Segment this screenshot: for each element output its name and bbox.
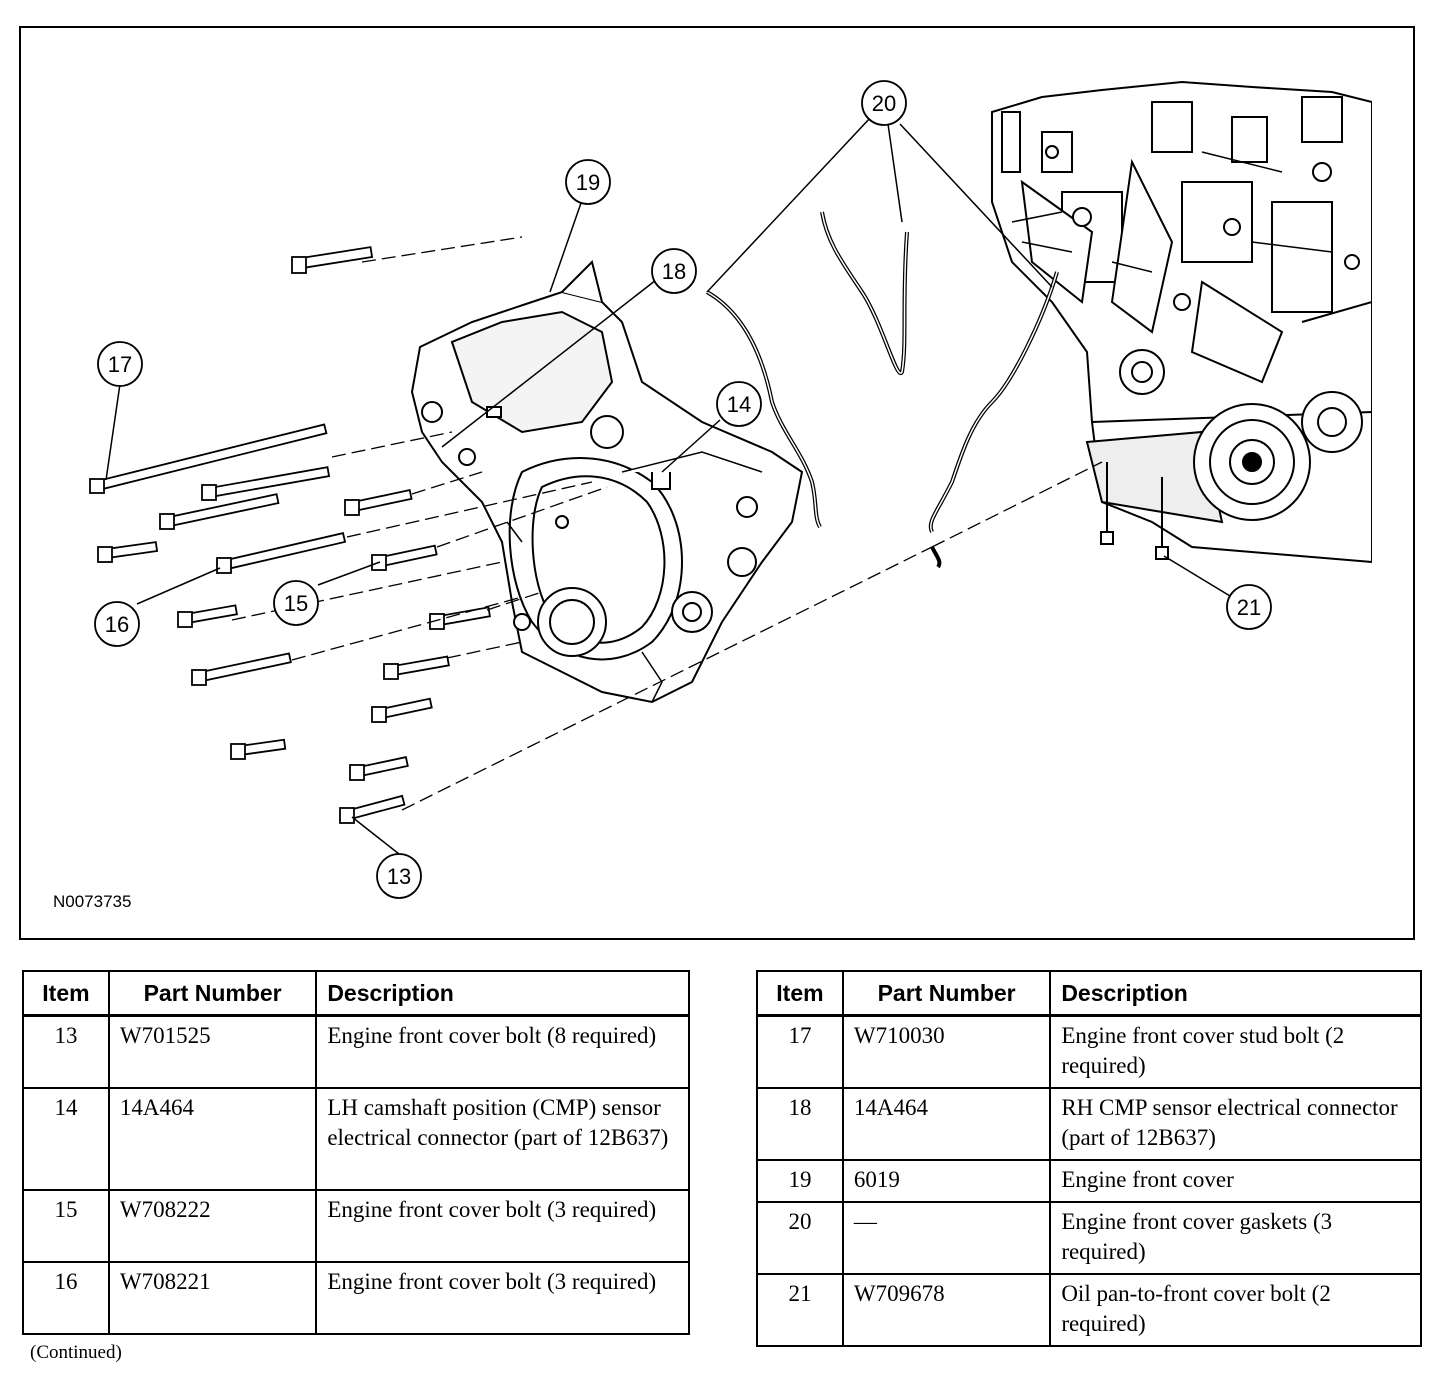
header-item: Item [22,970,110,1017]
table-row: 14 14A464 LH camshaft position (CMP) sen… [22,1086,690,1191]
bolts-illustration [89,246,491,824]
callout-18-label: 18 [662,259,686,284]
part-number-cell: 14A464 [107,1086,318,1191]
callout-20-label: 20 [872,91,896,116]
part-number-cell: — [841,1201,1052,1275]
callout-13: 13 [376,853,422,899]
exploded-diagram-frame: 13 14 15 16 17 18 19 20 [19,26,1415,940]
table-row: 17 W710030 Engine front cover stud bolt … [756,1014,1422,1089]
callout-17-label: 17 [108,352,132,377]
header-description: Description [1049,970,1422,1017]
part-number-cell: W701525 [107,1014,318,1089]
item-cell: 19 [756,1159,844,1203]
callout-19: 19 [565,159,611,205]
part-number-cell: W709678 [841,1273,1052,1347]
callout-15-label: 15 [284,591,308,616]
callout-14: 14 [716,381,762,427]
header-description: Description [315,970,690,1017]
callout-18: 18 [651,248,697,294]
table-row: 20 — Engine front cover gaskets (3 requi… [756,1201,1422,1275]
callout-16: 16 [94,601,140,647]
part-number-cell: 14A464 [841,1087,1052,1161]
exploded-diagram: 13 14 15 16 17 18 19 20 [89,80,1372,899]
table-row: 21 W709678 Oil pan-to-front cover bolt (… [756,1273,1422,1347]
item-cell: 15 [22,1188,110,1263]
callout-15: 15 [273,580,319,626]
alignment-lines [231,236,1103,811]
item-cell: 20 [756,1201,844,1275]
callout-21-label: 21 [1237,595,1261,620]
table-row: 13 W701525 Engine front cover bolt (8 re… [22,1014,690,1089]
parts-table-left: Item Part Number Description 13 W701525 … [22,970,690,1335]
callout-20: 20 [861,80,907,126]
callout-13-label: 13 [387,864,411,889]
table-header-row: Item Part Number Description [756,970,1422,1017]
callout-14-label: 14 [727,392,751,417]
engine-block-illustration [991,80,1372,564]
item-cell: 13 [22,1014,110,1089]
description-cell: Engine front cover gaskets (3 required) [1049,1201,1422,1275]
description-cell: Engine front cover bolt (3 required) [315,1188,690,1263]
part-number-cell: W708221 [107,1260,318,1335]
description-cell: LH camshaft position (CMP) sensor electr… [315,1086,690,1191]
callout-17: 17 [97,341,143,387]
figure-code: N0073735 [53,892,132,911]
parts-table-right: Item Part Number Description 17 W710030 … [756,970,1422,1347]
table-row: 18 14A464 RH CMP sensor electrical conne… [756,1087,1422,1161]
item-cell: 18 [756,1087,844,1161]
item-cell: 14 [22,1086,110,1191]
callout-leader-lines [105,116,1231,855]
header-part-number: Part Number [841,970,1052,1017]
front-cover-gaskets-outline [706,211,1058,533]
item-cell: 16 [22,1260,110,1335]
callout-16-label: 16 [105,612,129,637]
description-cell: Oil pan-to-front cover bolt (2 required) [1049,1273,1422,1347]
part-number-cell: W710030 [841,1014,1052,1089]
description-cell: RH CMP sensor electrical connector (part… [1049,1087,1422,1161]
header-part-number: Part Number [107,970,318,1017]
item-cell: 17 [756,1014,844,1089]
callout-19-label: 19 [576,170,600,195]
item-cell: 21 [756,1273,844,1347]
description-cell: Engine front cover bolt (8 required) [315,1014,690,1089]
callout-21: 21 [1226,584,1272,630]
table-row: 19 6019 Engine front cover [756,1159,1422,1203]
description-cell: Engine front cover [1049,1159,1422,1203]
table-header-row: Item Part Number Description [22,970,690,1017]
description-cell: Engine front cover stud bolt (2 required… [1049,1014,1422,1089]
continued-note: (Continued) [30,1342,122,1363]
table-row: 16 W708221 Engine front cover bolt (3 re… [22,1260,690,1335]
part-number-cell: 6019 [841,1159,1052,1203]
header-item: Item [756,970,844,1017]
table-row: 15 W708222 Engine front cover bolt (3 re… [22,1188,690,1263]
description-cell: Engine front cover bolt (3 required) [315,1260,690,1335]
part-number-cell: W708222 [107,1188,318,1263]
